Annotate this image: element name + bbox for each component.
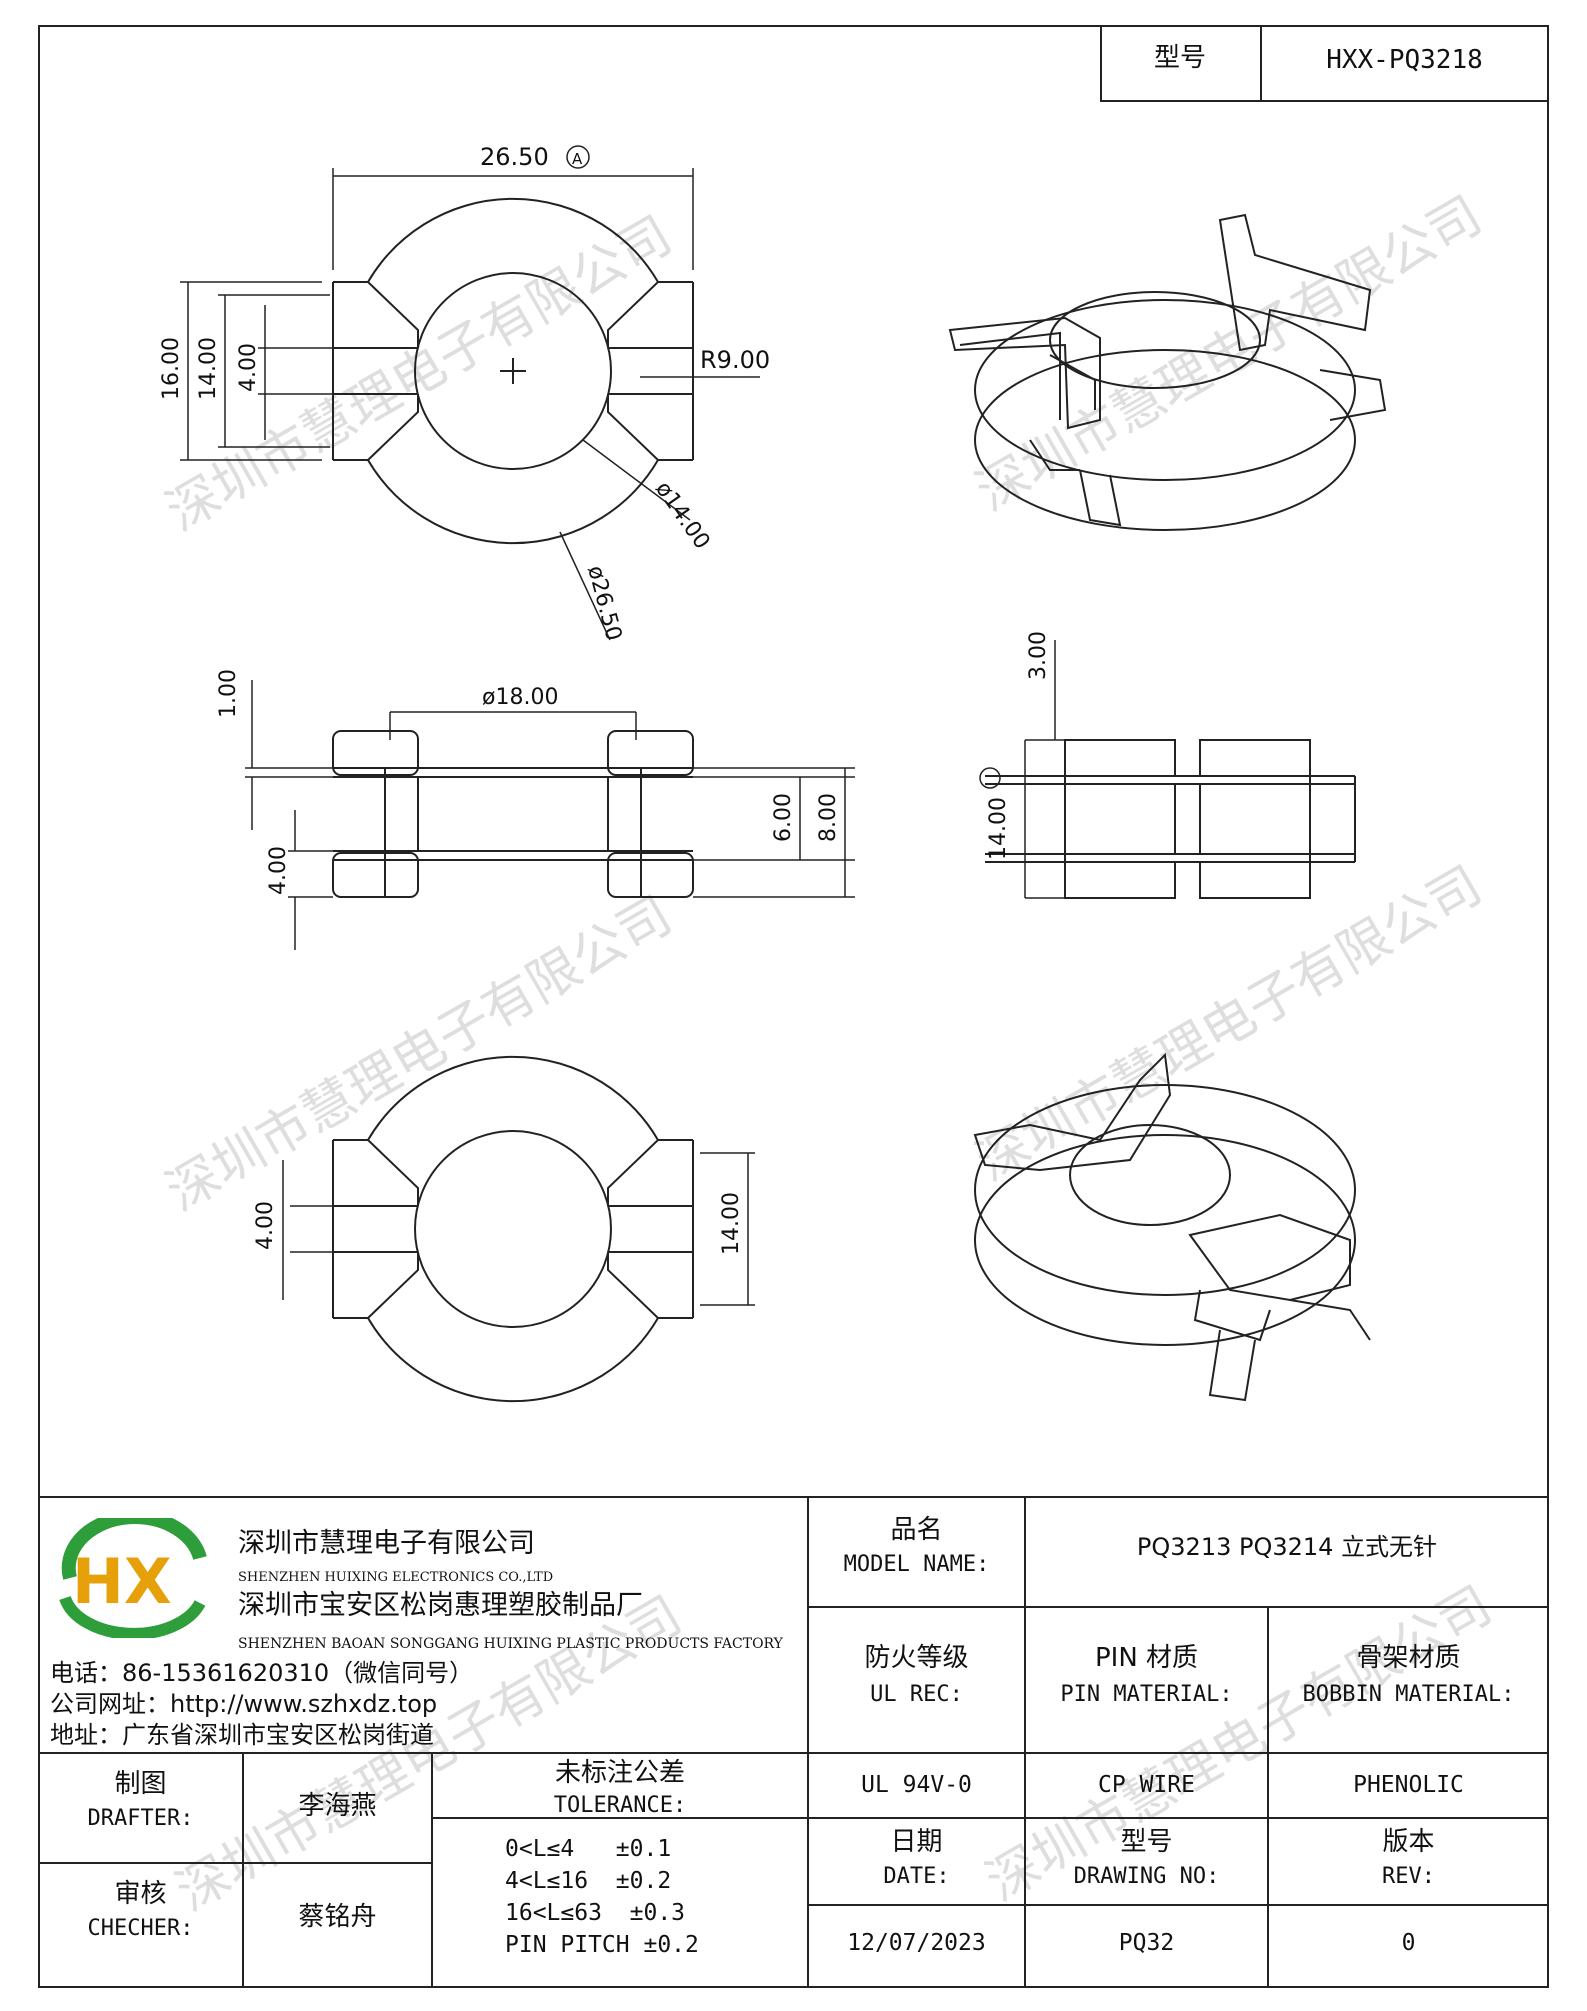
dim-left-outer: 16.00 bbox=[159, 337, 184, 400]
dim-tag: A bbox=[572, 150, 583, 168]
tolerance-line: 4<L≤16 ±0.2 bbox=[505, 1868, 672, 1894]
model-name-value: PQ3213 PQ3214 立式无针 bbox=[1136, 1533, 1438, 1561]
left-lower-tab bbox=[332, 393, 419, 461]
company-logo: HX bbox=[59, 1518, 207, 1638]
factory-name-cn: 深圳市宝安区松岗惠理塑胶制品厂 bbox=[238, 1590, 643, 1621]
bobbin-label-cn: 骨架材质 bbox=[1356, 1643, 1461, 1673]
drafter-label-cn: 制图 bbox=[114, 1769, 167, 1799]
ul-value: UL 94V-0 bbox=[861, 1772, 972, 1798]
dim-right-top: 3.00 bbox=[1026, 631, 1051, 680]
model-name-label-cn: 品名 bbox=[890, 1515, 943, 1545]
company-website: 公司网址：http://www.szhxdz.top bbox=[50, 1690, 438, 1718]
bobbin-value: PHENOLIC bbox=[1353, 1772, 1464, 1798]
drawing-label-cn: 型号 bbox=[1120, 1827, 1173, 1857]
pin-value: CP WIRE bbox=[1098, 1772, 1195, 1798]
tolerance-line: PIN PITCH ±0.2 bbox=[505, 1932, 699, 1958]
dim-outer-dia: ø26.50 bbox=[582, 563, 626, 643]
drawing-frame bbox=[38, 25, 1549, 1988]
model-label: 型号 bbox=[1153, 43, 1206, 73]
company-address: 地址：广东省深圳市宝安区松岗街道 bbox=[50, 1721, 434, 1749]
dim-bottom-left: 4.00 bbox=[253, 1201, 278, 1250]
drawing-label-en: DRAWING NO: bbox=[1073, 1864, 1220, 1889]
dim-radius: R9.00 bbox=[700, 346, 770, 374]
rev-value: 0 bbox=[1401, 1930, 1416, 1956]
rev-label-en: REV: bbox=[1382, 1864, 1435, 1889]
tolerance-label-en: TOLERANCE: bbox=[553, 1793, 687, 1818]
side-upper-left-flange bbox=[332, 730, 419, 776]
dim-side-top: 1.00 bbox=[216, 669, 241, 718]
model-name-label-en: MODEL NAME: bbox=[843, 1552, 990, 1577]
dim-side-flange: ø18.00 bbox=[482, 685, 558, 710]
tolerance-line: 16<L≤63 ±0.3 bbox=[505, 1900, 686, 1926]
right-upper-tab bbox=[607, 281, 694, 349]
side-upper-right-flange bbox=[607, 730, 694, 776]
dim-left-inner: 4.00 bbox=[236, 343, 261, 392]
checker-label-en: CHECHER: bbox=[87, 1916, 194, 1941]
pin-label-cn: PIN 材质 bbox=[1094, 1643, 1199, 1673]
dim-side-h1: 6.00 bbox=[771, 793, 796, 842]
dim-side-bottom: 4.00 bbox=[266, 846, 291, 895]
dim-inner-dia: ø14.00 bbox=[650, 477, 714, 554]
bottom-outer-arc bbox=[367, 459, 659, 545]
drafter-name: 李海燕 bbox=[298, 1791, 377, 1821]
checker-name: 蔡铭舟 bbox=[298, 1902, 377, 1932]
dim-left-mid: 14.00 bbox=[196, 337, 221, 400]
date-value: 12/07/2023 bbox=[847, 1930, 986, 1956]
side-lower-left-flange bbox=[332, 852, 419, 898]
drawing-value: PQ32 bbox=[1118, 1930, 1175, 1956]
inner-circle bbox=[414, 272, 612, 470]
dim-bottom-right: 14.00 bbox=[719, 1192, 744, 1255]
dim-side-h2: 8.00 bbox=[816, 793, 841, 842]
company-name-en: SHENZHEN HUIXING ELECTRONICS CO.,LTD bbox=[238, 1570, 554, 1585]
tolerance-line: 0<L≤4 ±0.1 bbox=[505, 1836, 672, 1862]
factory-name-en: SHENZHEN BAOAN SONGGANG HUIXING PLASTIC … bbox=[238, 1636, 783, 1652]
iso-view-top bbox=[948, 213, 1387, 531]
header-model-box bbox=[1100, 25, 1549, 102]
drafter-label-en: DRAFTER: bbox=[87, 1806, 194, 1831]
right-lower-tab bbox=[607, 393, 694, 461]
left-upper-tab bbox=[332, 281, 419, 349]
end-view bbox=[979, 640, 1356, 899]
model-value: HXX-PQ3218 bbox=[1326, 45, 1483, 75]
date-label-cn: 日期 bbox=[890, 1827, 943, 1857]
rev-label-cn: 版本 bbox=[1382, 1827, 1435, 1857]
top-outer-arc bbox=[367, 197, 659, 283]
ul-label-cn: 防火等级 bbox=[864, 1643, 969, 1673]
bottom-view bbox=[282, 1055, 755, 1403]
side-view bbox=[245, 680, 855, 950]
ul-label-en: UL REC: bbox=[870, 1682, 963, 1707]
bobbin-label-en: BOBBIN MATERIAL: bbox=[1302, 1682, 1515, 1707]
iso-view-bottom bbox=[973, 1052, 1371, 1402]
company-name-cn: 深圳市慧理电子有限公司 bbox=[238, 1528, 535, 1559]
top-view bbox=[180, 168, 760, 641]
pin-label-en: PIN MATERIAL: bbox=[1060, 1682, 1233, 1707]
company-phone: 电话：86-15361620310（微信同号） bbox=[50, 1659, 474, 1687]
technical-drawing: 26.50 A 16.00 14.00 4.00 R9.00 ø14.00 ø2… bbox=[159, 143, 1387, 1403]
side-lower-right-flange bbox=[607, 852, 694, 898]
logo-letters: HX bbox=[72, 1545, 172, 1618]
checker-label-cn: 审核 bbox=[114, 1879, 167, 1909]
tolerance-label-cn: 未标注公差 bbox=[554, 1758, 685, 1788]
dim-right-height: 14.00 bbox=[986, 797, 1011, 860]
date-label-en: DATE: bbox=[883, 1864, 950, 1889]
dim-top-width: 26.50 bbox=[480, 143, 549, 171]
